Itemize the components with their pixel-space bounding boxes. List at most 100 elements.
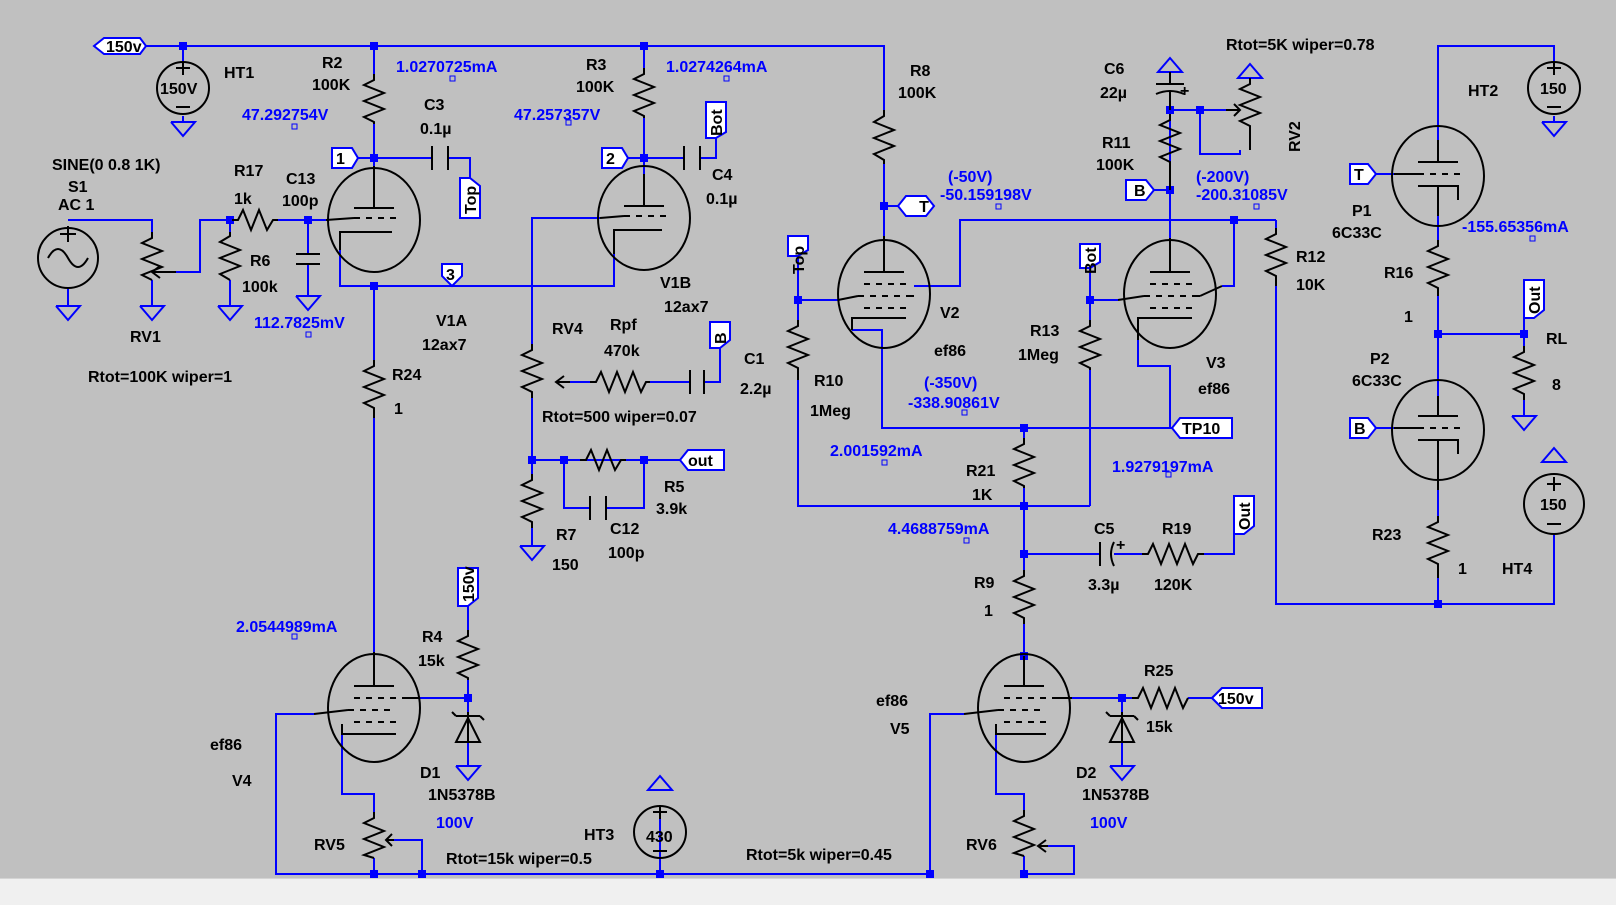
r23-value: 1 bbox=[1458, 561, 1467, 578]
r24-value: 1 bbox=[394, 401, 403, 418]
ht4-symbol bbox=[1523, 473, 1585, 535]
p1-model: 6C33C bbox=[1332, 225, 1382, 242]
svg-text:+: + bbox=[1180, 83, 1189, 100]
probe-i-v4: 2.0544989mA bbox=[236, 619, 338, 636]
r3-symbol bbox=[631, 68, 657, 118]
svg-text:+: + bbox=[1116, 537, 1125, 554]
c3-name: C3 bbox=[424, 97, 445, 114]
flag-150v-right bbox=[1210, 687, 1263, 709]
status-bar bbox=[0, 878, 1616, 905]
r9-name: R9 bbox=[974, 575, 995, 592]
flag-out-r5: out bbox=[688, 453, 714, 470]
probe-i-v2: 2.001592mA bbox=[830, 443, 923, 460]
junctions bbox=[179, 42, 1528, 878]
r3-name: R3 bbox=[586, 57, 607, 74]
c6-name: C6 bbox=[1104, 61, 1125, 78]
probe-v-v1b-plate: 47.257357V bbox=[514, 107, 601, 124]
r16-symbol bbox=[1425, 240, 1451, 296]
r6-value: 100k bbox=[242, 279, 278, 296]
d2-voltage: 100V bbox=[1090, 815, 1128, 832]
r19-symbol bbox=[1142, 541, 1204, 567]
r25-symbol bbox=[1132, 685, 1189, 711]
r21-value: 1K bbox=[972, 487, 993, 504]
capacitor-symbols bbox=[296, 72, 1185, 567]
r17-value: 1k bbox=[234, 191, 252, 208]
flag-b-c1: B bbox=[713, 332, 730, 344]
r4-name: R4 bbox=[422, 629, 443, 646]
flag-labels: 150v 150v 1 2 3 T B T B TP10 out Top Bot… bbox=[106, 39, 1544, 708]
r11-name: R11 bbox=[1102, 135, 1131, 152]
c4-symbol bbox=[683, 146, 701, 170]
r10-value: 1Meg bbox=[810, 403, 851, 420]
ht4-value: 150 bbox=[1540, 497, 1567, 514]
r8-value: 100K bbox=[898, 85, 937, 102]
c1-value: 2.2µ bbox=[740, 381, 771, 398]
rv5-symbol bbox=[360, 812, 387, 859]
r4-symbol bbox=[455, 630, 481, 680]
r24-symbol bbox=[361, 360, 387, 418]
flag-150v-r25: 150v bbox=[1218, 691, 1254, 708]
probe-i-r3: 1.0274264mA bbox=[666, 59, 768, 76]
r9-value: 1 bbox=[984, 603, 993, 620]
v5-name: V5 bbox=[890, 721, 910, 738]
c5-symbol bbox=[1099, 541, 1115, 567]
r10-symbol bbox=[785, 320, 811, 380]
probe-v3-target: (-200V) bbox=[1196, 169, 1249, 186]
rpf-value: 470k bbox=[604, 343, 640, 360]
tube-symbols bbox=[313, 125, 1485, 763]
resistor-symbols bbox=[139, 68, 1537, 859]
flag-tp10: TP10 bbox=[1182, 421, 1220, 438]
rv4-symbol bbox=[519, 344, 545, 398]
r5-symbol bbox=[580, 447, 626, 473]
ht2-name: HT2 bbox=[1468, 83, 1498, 100]
probe-v3-sim: -200.31085V bbox=[1196, 187, 1288, 204]
v3-name: V3 bbox=[1206, 355, 1226, 372]
r7-value: 150 bbox=[552, 557, 579, 574]
c3-symbol bbox=[431, 146, 449, 170]
rv2-name: RV2 bbox=[1287, 121, 1304, 152]
c12-symbol bbox=[589, 496, 607, 520]
v1b-symbol bbox=[597, 165, 691, 271]
v1b-model: 12ax7 bbox=[664, 299, 709, 316]
flag-out-rl: Out bbox=[1527, 286, 1544, 314]
grounds bbox=[55, 115, 1567, 781]
rpf-symbol bbox=[590, 369, 650, 395]
rv5-name: RV5 bbox=[314, 837, 345, 854]
flag-1: 1 bbox=[336, 151, 345, 168]
r25-name: R25 bbox=[1144, 663, 1173, 680]
c4-value: 0.1µ bbox=[706, 191, 737, 208]
p2-model: 6C33C bbox=[1352, 373, 1402, 390]
probe-v2-sim: -50.159198V bbox=[940, 187, 1032, 204]
r17-symbol bbox=[232, 207, 278, 233]
r21-name: R21 bbox=[966, 463, 995, 480]
r17-name: R17 bbox=[234, 163, 263, 180]
rv1-name: RV1 bbox=[130, 329, 161, 346]
r16-name: R16 bbox=[1384, 265, 1413, 282]
component-labels: HT1 150V HT2 150 HT3 430 HT4 150 SINE(0 … bbox=[52, 37, 1568, 868]
r19-value: 120K bbox=[1154, 577, 1193, 594]
ht1-name: HT1 bbox=[224, 65, 254, 82]
v2-name: V2 bbox=[940, 305, 960, 322]
wiper-arrows bbox=[150, 103, 1242, 853]
rl-name: RL bbox=[1546, 331, 1568, 348]
probe-v-v1a-plate: 47.292754V bbox=[242, 107, 329, 124]
r10-name: R10 bbox=[814, 373, 843, 390]
r13-name: R13 bbox=[1030, 323, 1059, 340]
d1-symbol bbox=[451, 711, 485, 743]
rv6-spec: Rtot=5k wiper=0.45 bbox=[746, 847, 892, 864]
r24-name: R24 bbox=[392, 367, 421, 384]
r13-value: 1Meg bbox=[1018, 347, 1059, 364]
d1-voltage: 100V bbox=[436, 815, 474, 832]
flag-2: 2 bbox=[606, 151, 615, 168]
probe-readouts: 1.0270725mA 47.292754V 1.0274264mA 47.25… bbox=[236, 59, 1569, 636]
flag-bot-v3: Bot bbox=[1083, 247, 1100, 274]
v2-symbol bbox=[837, 236, 931, 349]
rv4-name: RV4 bbox=[552, 321, 583, 338]
p2-symbol bbox=[1391, 379, 1485, 490]
d2-symbol bbox=[1105, 711, 1139, 743]
c6-symbol bbox=[1155, 72, 1185, 110]
p2-name: P2 bbox=[1370, 351, 1390, 368]
r25-value: 15k bbox=[1146, 719, 1173, 736]
r2-name: R2 bbox=[322, 55, 343, 72]
probe-i-v3: 1.9279197mA bbox=[1112, 459, 1214, 476]
